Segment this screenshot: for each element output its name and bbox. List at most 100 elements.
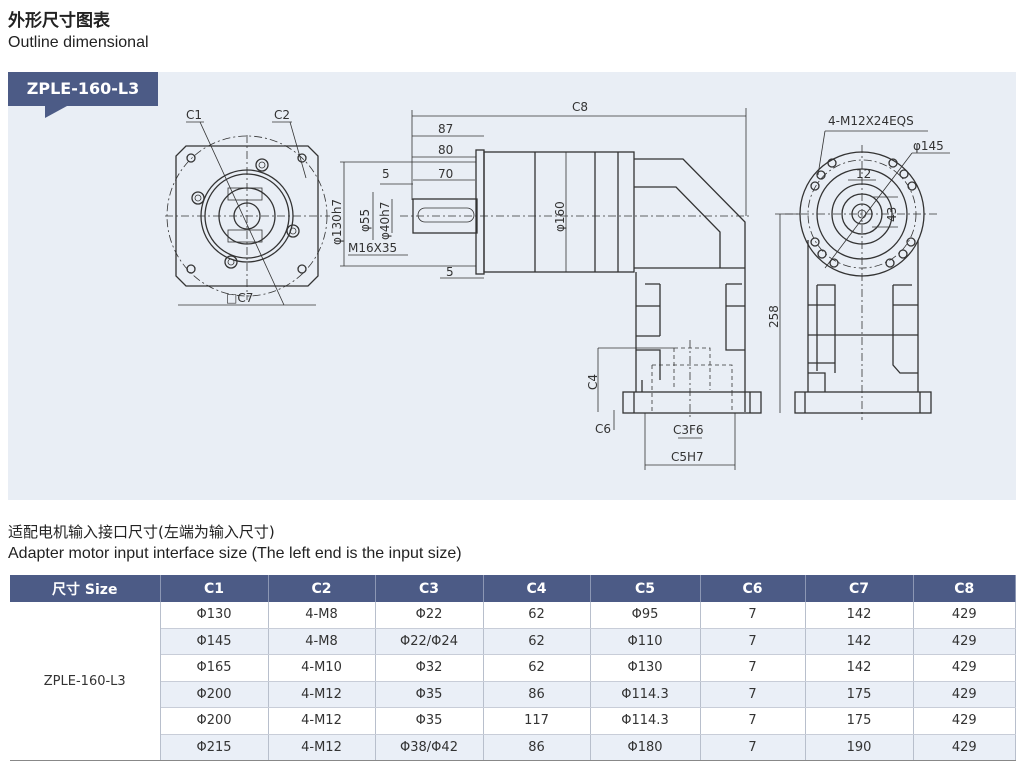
label-258: 258 — [767, 305, 781, 328]
cell-c2: 4-M12 — [268, 734, 376, 761]
label-5-bottom: 5 — [446, 265, 454, 279]
header-c4: C4 — [483, 575, 591, 602]
cell-c1: Φ130 — [160, 602, 269, 629]
cell-c4: 117 — [483, 707, 591, 735]
page-title-en: Outline dimensional — [8, 34, 149, 51]
section-title-en: Adapter motor input interface size (The … — [8, 545, 462, 562]
label-phi145: φ145 — [913, 139, 944, 153]
cell-c8: 429 — [913, 602, 1016, 629]
cell-c4: 62 — [483, 654, 591, 682]
cell-c6: 7 — [700, 734, 806, 761]
cell-c4: 62 — [483, 628, 591, 655]
cell-c4: 62 — [483, 602, 591, 629]
label-c8: C8 — [572, 100, 588, 114]
cell-c8: 429 — [913, 628, 1016, 655]
model-tag: ZPLE-160-L3 — [8, 72, 158, 106]
page-title-cn: 外形尺寸图表 — [8, 11, 110, 31]
cell-c3: Φ22/Φ24 — [375, 628, 484, 655]
label-70: 70 — [438, 167, 453, 181]
end-view: 4-M12X24EQS φ145 12 43 258 — [767, 114, 950, 420]
cell-c7: 142 — [805, 654, 914, 682]
header-size: 尺寸 Size — [10, 575, 161, 602]
label-c3: C3F6 — [673, 423, 704, 437]
cell-c5: Φ130 — [590, 654, 701, 682]
label-bolt: 4-M12X24EQS — [828, 114, 914, 128]
header-c7: C7 — [805, 575, 914, 602]
cell-c7: 190 — [805, 734, 914, 761]
cell-c6: 7 — [700, 602, 806, 629]
label-m16: M16X35 — [348, 241, 397, 255]
cell-c2: 4-M10 — [268, 654, 376, 682]
cell-c3: Φ22 — [375, 602, 484, 629]
cell-c8: 429 — [913, 654, 1016, 682]
cell-c8: 429 — [913, 734, 1016, 761]
cell-c1: Φ215 — [160, 734, 269, 761]
header-c1: C1 — [160, 575, 269, 602]
front-view: C1 C2 □C7 — [165, 108, 330, 306]
cell-c1: Φ200 — [160, 681, 269, 708]
cell-c3: Φ35 — [375, 681, 484, 708]
side-view: C8 87 80 70 5 5 φ130h7 φ55 φ40h7 M16X35 … — [330, 100, 762, 470]
label-c7: □C7 — [226, 291, 253, 305]
cell-c1: Φ200 — [160, 707, 269, 735]
section-title-cn: 适配电机输入接口尺寸(左端为输入尺寸) — [8, 523, 275, 541]
cell-c5: Φ114.3 — [590, 707, 701, 735]
label-c2: C2 — [274, 108, 290, 122]
cell-c2: 4-M12 — [268, 681, 376, 708]
label-phi55: φ55 — [358, 209, 372, 232]
label-phi160: φ160 — [553, 201, 567, 232]
cell-c5: Φ110 — [590, 628, 701, 655]
label-phi130: φ130h7 — [330, 199, 344, 245]
label-5-top: 5 — [382, 167, 390, 181]
cell-c8: 429 — [913, 707, 1016, 735]
header-c6: C6 — [700, 575, 806, 602]
model-tag-tail — [45, 106, 67, 118]
drawing-panel — [8, 72, 1016, 500]
cell-c7: 142 — [805, 602, 914, 629]
label-phi40: φ40h7 — [378, 202, 392, 240]
label-80: 80 — [438, 143, 453, 157]
label-c4: C4 — [586, 374, 600, 390]
label-c1: C1 — [186, 108, 202, 122]
cell-c3: Φ38/Φ42 — [375, 734, 484, 761]
header-c8: C8 — [913, 575, 1016, 602]
cell-c4: 86 — [483, 734, 591, 761]
cell-c7: 175 — [805, 681, 914, 708]
cell-c3: Φ32 — [375, 654, 484, 682]
cell-c7: 175 — [805, 707, 914, 735]
cell-c6: 7 — [700, 654, 806, 682]
cell-c6: 7 — [700, 681, 806, 708]
label-c5: C5H7 — [671, 450, 704, 464]
cell-c3: Φ35 — [375, 707, 484, 735]
cell-c4: 86 — [483, 681, 591, 708]
header-c2: C2 — [268, 575, 376, 602]
cell-c6: 7 — [700, 707, 806, 735]
cell-c5: Φ95 — [590, 602, 701, 629]
cell-c2: 4-M8 — [268, 602, 376, 629]
cell-c5: Φ180 — [590, 734, 701, 761]
size-cell: ZPLE-160-L3 — [10, 602, 161, 761]
cell-c1: Φ165 — [160, 654, 269, 682]
header-c3: C3 — [375, 575, 484, 602]
cell-c8: 429 — [913, 681, 1016, 708]
cell-c1: Φ145 — [160, 628, 269, 655]
dimension-drawing: C1 C2 □C7 C8 87 80 — [165, 100, 950, 470]
label-43: 43 — [885, 207, 899, 222]
cell-c6: 7 — [700, 628, 806, 655]
label-87: 87 — [438, 122, 453, 136]
header-c5: C5 — [590, 575, 701, 602]
label-c6: C6 — [595, 422, 611, 436]
cell-c2: 4-M12 — [268, 707, 376, 735]
table-header: 尺寸 Size C1 C2 C3 C4 C5 C6 C7 C8 — [10, 575, 1016, 602]
cell-c2: 4-M8 — [268, 628, 376, 655]
cell-c7: 142 — [805, 628, 914, 655]
cell-c5: Φ114.3 — [590, 681, 701, 708]
label-12: 12 — [856, 167, 871, 181]
dimension-table: 尺寸 Size C1 C2 C3 C4 C5 C6 C7 C8 ZPLE-160… — [10, 575, 1016, 761]
